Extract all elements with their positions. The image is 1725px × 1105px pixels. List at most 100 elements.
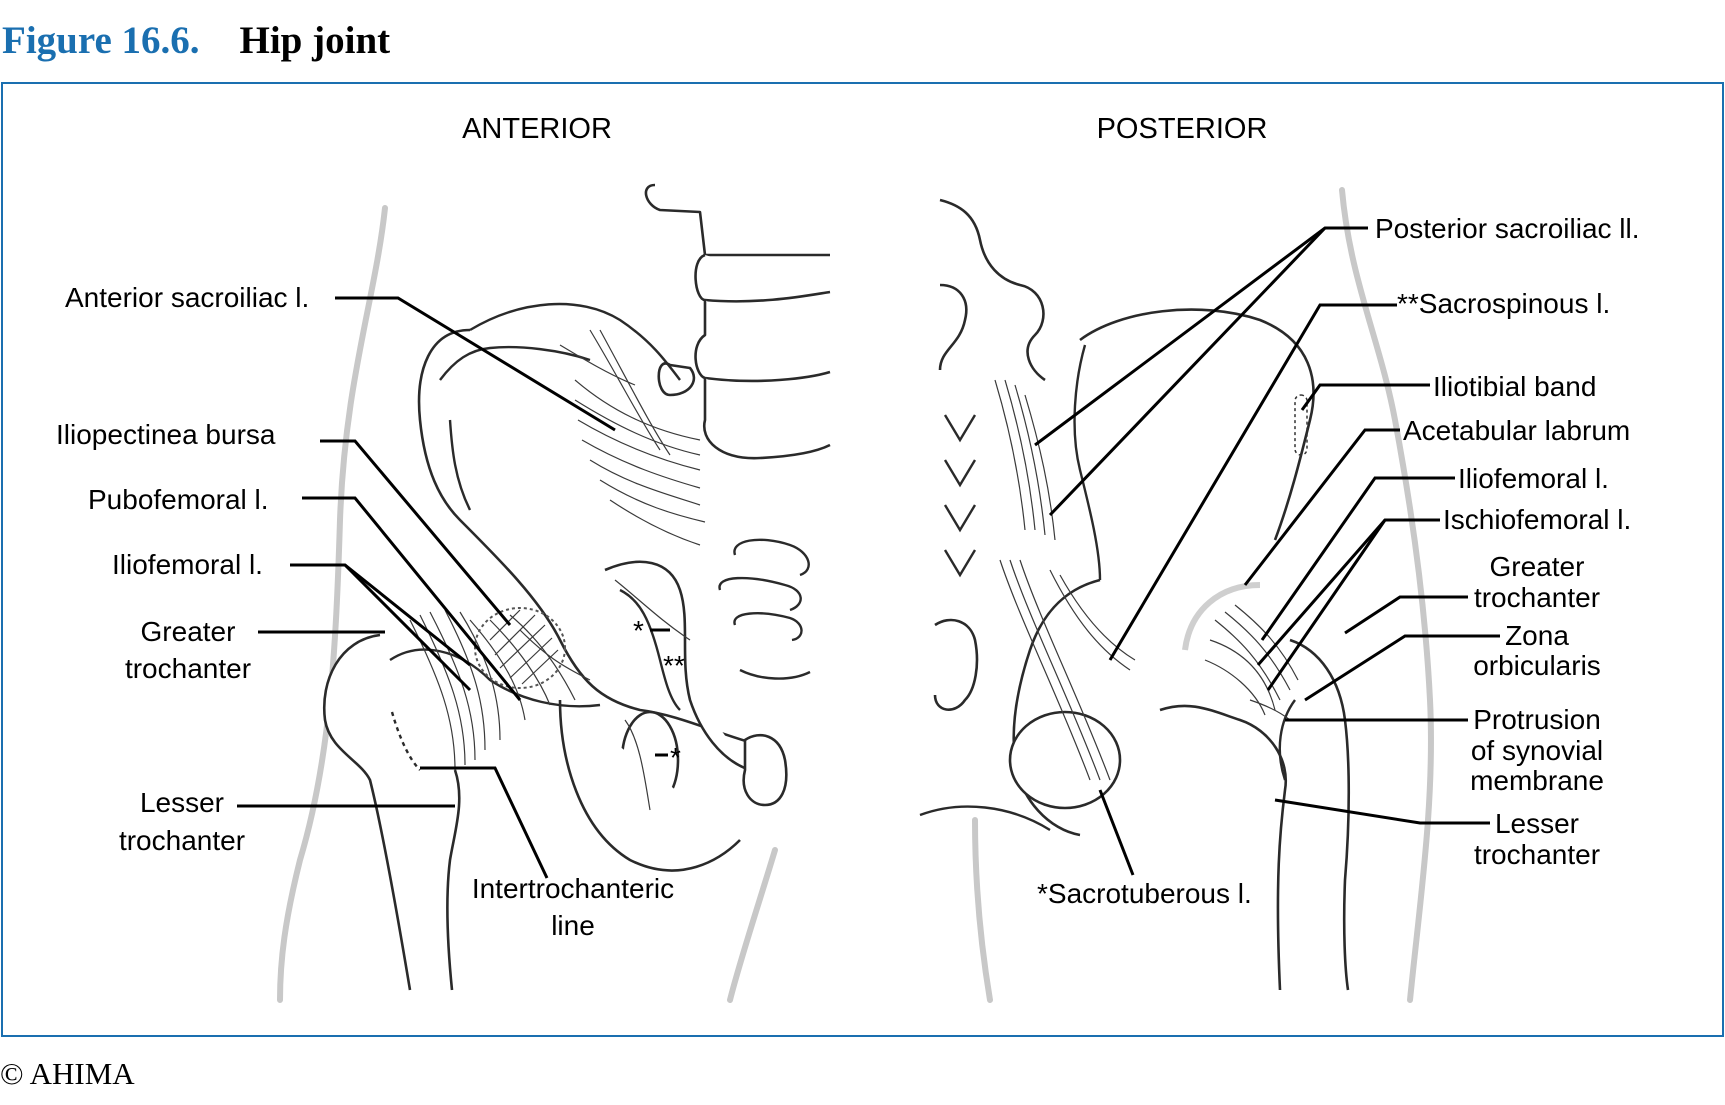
lead-lesser-trochanter-post [1274,798,1490,825]
anterior-coccyx-2 [718,576,802,612]
anterior-sacroiliac-ligament-fibers [559,329,706,546]
anterior-view-title: ANTERIOR [462,113,612,145]
anterior-body-outline-left [277,205,388,1003]
posterior-view: POSTERIOR [919,113,1640,1003]
anterior-body-outline-right [727,847,778,1003]
lead-sacrotuberous [1098,789,1135,876]
label-lesser-trochanter-post-2: trochanter [1474,839,1600,870]
anterior-coccyx-3 [733,612,803,642]
label-acetabular-labrum: Acetabular labrum [1403,415,1630,446]
label-sacrotuberous: *Sacrotuberous l. [1037,878,1252,909]
label-pubofemoral: Pubofemoral l. [88,484,269,515]
posterior-iliac-crest [1079,308,1315,541]
posterior-body-outline-right [1339,187,1434,1003]
lead-anterior-sacroiliac [335,296,616,432]
label-zona-orbicularis-1: Zona [1505,620,1569,651]
anterior-transverse-process [657,362,696,397]
label-iliofemoral-post: Iliofemoral l. [1458,463,1609,494]
anterior-vertebra-2 [694,253,831,303]
label-anterior-sacroiliac: Anterior sacroiliac l. [65,282,309,313]
posterior-sacral-foramen-4 [943,549,977,578]
anterior-iliac-inner-2 [448,419,472,511]
label-iliofemoral-ant: Iliofemoral l. [112,549,263,580]
posterior-pubic-ramus [919,805,1051,832]
posterior-ilium-inner [1073,344,1102,581]
label-double-star: ** [663,650,685,681]
anterior-obturator-edge [619,588,681,711]
anterior-vertebra-1 [644,183,830,257]
lead-ischiofemoral-b [1266,519,1387,691]
posterior-intertrochanteric-crest [1278,699,1296,781]
anterior-intertrochanteric-dotted [390,711,421,771]
anterior-pubic-symphysis [742,733,788,807]
anterior-iliac-crest-top [469,302,681,381]
lead-iliopectinea-bursa [320,439,512,626]
label-iliotibial-band: Iliotibial band [1433,371,1596,402]
posterior-femur-outer [1159,704,1288,991]
lead-iliofemoral-b [343,563,472,692]
label-posterior-sacroiliac: Posterior sacroiliac ll. [1375,213,1640,244]
lead-zona-orbicularis [1304,634,1500,702]
label-iliopectinea-bursa: Iliopectinea bursa [56,419,276,450]
anterior-femoral-neck [389,648,601,708]
posterior-femoral-head-outline [1182,582,1261,651]
anterior-femur-inner [446,769,461,991]
posterior-sacral-ligament-fibers [994,379,1136,781]
figure-number: Figure 16.6. [2,19,200,62]
posterior-sacral-foramen-1 [943,414,977,443]
posterior-sacral-foramen-3 [943,504,977,533]
anterior-vertebra-3 [694,300,831,383]
label-protrusion-1: Protrusion [1473,704,1601,735]
figure-title: Hip joint [239,19,391,62]
anterior-sacrospinous-fibers [614,579,691,641]
posterior-iliotibial-band [1294,394,1308,456]
label-intertrochanteric-2: line [551,910,595,941]
posterior-sacrum-edge-1 [939,198,1046,382]
label-intertrochanteric-1: Intertrochanteric [472,873,674,904]
label-sacrospinous: **Sacrospinous l. [1397,288,1610,319]
label-protrusion-2: of synovial [1471,735,1603,766]
label-lesser-trochanter-post-1: Lesser [1495,808,1579,839]
posterior-sacral-foramen-2 [943,459,977,488]
lead-iliotibial-band [1300,383,1430,411]
lead-greater-trochanter-post [1344,595,1468,635]
anterior-coccyx-1 [733,538,810,577]
label-greater-trochanter-post-1: Greater [1490,551,1585,582]
label-greater-trochanter-ant-1: Greater [141,616,236,647]
lead-posterior-sacroiliac-b [1048,226,1327,517]
label-zona-orbicularis-2: orbicularis [1473,650,1601,681]
copyright-notice: © AHIMA [0,1056,135,1091]
anterior-femur-outer [322,633,412,991]
label-protrusion-3: membrane [1470,765,1604,796]
figure-frame [1,82,1724,1037]
label-ischiofemoral: Ischiofemoral l. [1443,504,1631,535]
label-lesser-trochanter-ant-2: trochanter [119,825,245,856]
posterior-femur-trochanter [1289,638,1351,991]
posterior-view-title: POSTERIOR [1097,113,1268,145]
anterior-sacrotuberous-fibers [624,719,651,811]
anterior-iliopectinea-bursa-outline [474,607,566,689]
label-lesser-trochanter-ant-1: Lesser [140,787,224,818]
label-star-1: * [633,615,644,646]
lead-intertrochanteric [420,766,549,879]
figure-header: Figure 16.6. Hip joint [2,18,390,63]
anterior-vertebra-4 [702,378,831,460]
posterior-sacrum-edge-2 [938,283,968,371]
lead-sacrospinous [1108,303,1397,661]
lead-pubofemoral [302,496,522,701]
anterior-iliac-inner [439,345,591,381]
label-greater-trochanter-ant-2: trochanter [125,653,251,684]
anterior-bursa-hatching [489,609,559,685]
anterior-coccyx-4 [739,668,811,680]
posterior-coccyx [933,618,979,711]
lead-acetabular-labrum [1243,428,1400,586]
label-greater-trochanter-post-2: trochanter [1474,582,1600,613]
anterior-view: ANTERIOR [56,113,831,1003]
lead-iliofemoral-post [1260,476,1455,641]
posterior-body-outline-left [972,817,993,1003]
anterior-ischium [558,699,741,872]
label-star-2: * [670,742,681,773]
posterior-capsule-fibers [1204,604,1299,721]
posterior-obturator-foramen [1008,710,1122,810]
